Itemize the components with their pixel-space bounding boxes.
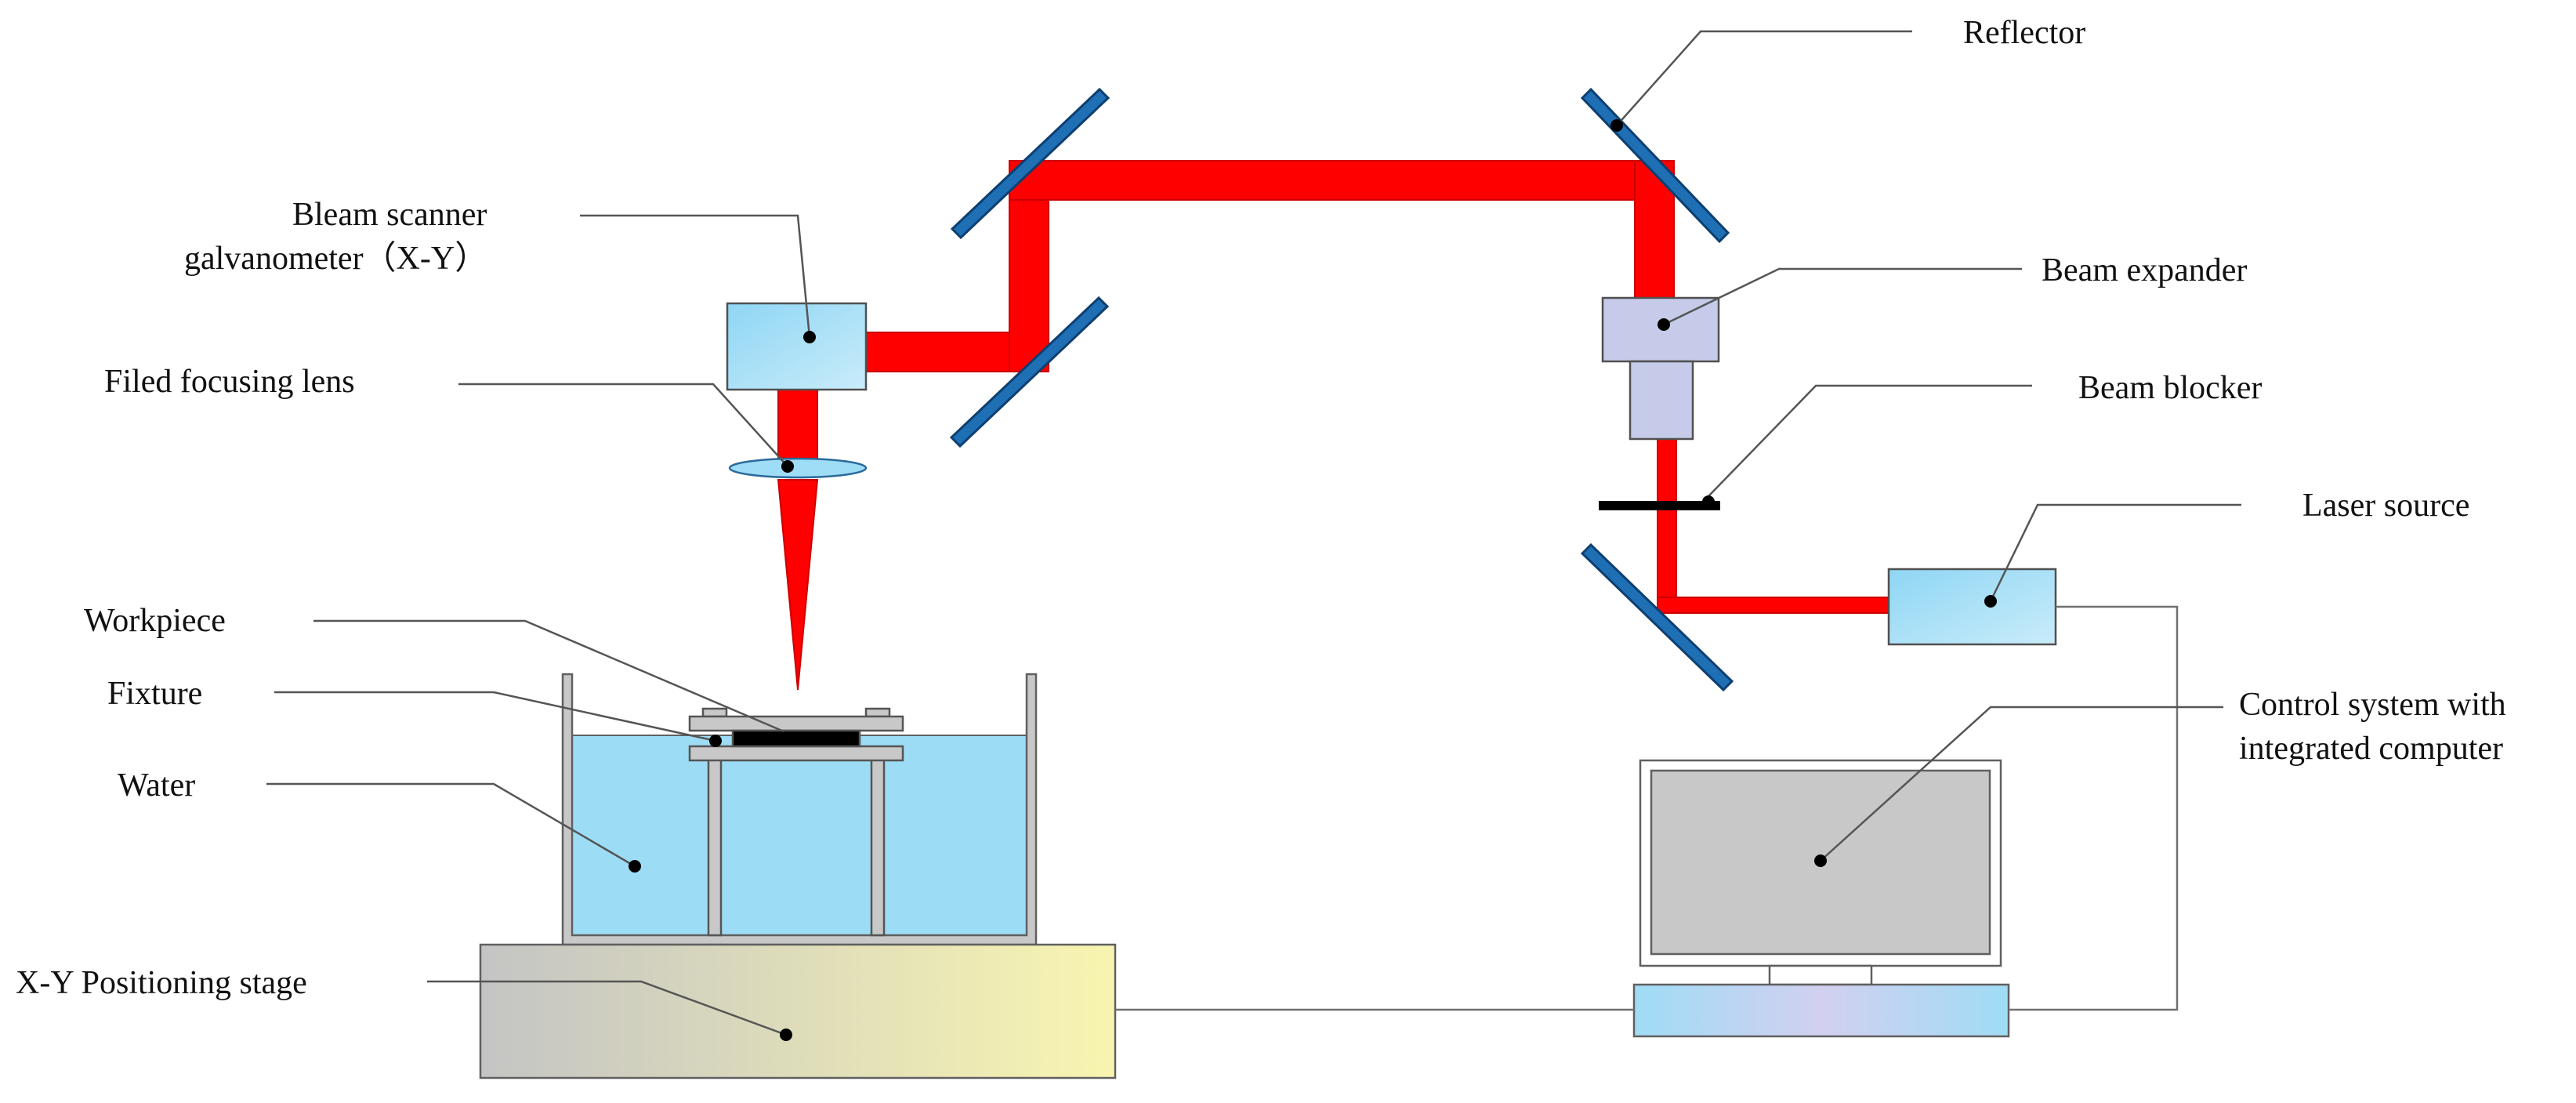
control-wires [1115,605,2179,1011]
field-focusing-lens [728,457,868,479]
lower-left-mirror [949,296,1110,448]
fixture-bolt-top-right [864,707,891,718]
label-control-system-line2: integrated computer [2239,731,2503,767]
monitor-stand [1768,964,1873,986]
wire-laser-to-computer [2009,605,2179,1011]
labels: Reflector Bleam scanner galvanometer（X-Y… [16,15,2506,1001]
dot-focusing-lens [781,460,794,473]
water-body [572,735,1027,941]
water-tank [561,673,1038,946]
keyboard-base [1632,983,2010,1038]
beam-segment-top-horizontal [1009,160,1675,201]
workpiece [731,729,861,748]
beam-segment-expander-to-mirror [1657,438,1677,612]
leader-beam-blocker [1708,384,2032,497]
leader-laser-source [1989,503,2241,602]
leader-water [266,782,636,868]
beam-segment-mirror-to-laser-source [1657,597,1889,614]
mirrors [949,87,1734,692]
label-water: Water [118,767,195,804]
leader-lines [266,30,2241,1036]
leader-fixture [274,691,716,742]
focused-beam-cone [777,479,819,691]
dot-beam-blocker [1702,495,1715,508]
label-beam-blocker: Beam blocker [2078,370,2262,406]
beam-segment-scanner-to-lens [777,389,818,466]
beam-expander-body [1629,360,1694,441]
dot-beam-expander [1658,318,1670,331]
control-computer [1632,759,2010,1038]
label-focusing-lens: Filed focusing lens [104,364,355,400]
upper-left-mirror [950,87,1110,240]
dot-laser-source [1984,595,1997,608]
dot-fixture [709,735,722,747]
label-workpiece: Workpiece [84,603,226,639]
leader-beam-scanner [580,214,811,338]
leader-reflector [1616,30,1912,126]
beam-expander [1601,296,1720,441]
fixture-top-plate [688,715,904,732]
fixture-post-right [870,749,886,937]
lower-right-mirror [1580,542,1734,692]
dot-positioning-stage [780,1029,792,1041]
beam-blocker [1599,501,1720,510]
leader-positioning-stage [427,980,787,1036]
label-beam-scanner-line1: Bleam scanner [292,197,487,233]
beam-scanner-galvanometer [726,302,868,391]
label-fixture: Fixture [107,676,202,712]
leader-workpiece [313,619,784,733]
fixture-bolt-top-left [701,707,728,718]
dot-control-system [1814,854,1827,867]
dot-reflector [1610,119,1623,132]
leader-control-system [1820,706,2223,862]
label-laser-source: Laser source [2302,488,2469,524]
label-positioning-stage: X-Y Positioning stage [16,965,307,1001]
label-beam-expander: Beam expander [2042,252,2247,288]
leader-beam-expander [1663,267,2022,326]
label-beam-scanner-line2: galvanometer（X-Y） [184,241,487,277]
label-control-system-line1: Control system with [2239,687,2506,723]
label-reflector: Reflector [1963,15,2085,51]
laser-source [1887,568,2057,646]
fixture [688,707,904,937]
leader-dots [629,119,1997,1041]
fixture-bottom-plate [688,745,904,762]
leader-focusing-lens [458,383,788,467]
dot-beam-scanner [803,331,816,343]
fixture-post-left [707,749,723,937]
xy-positioning-stage [479,943,1117,1079]
dot-water [629,860,641,873]
